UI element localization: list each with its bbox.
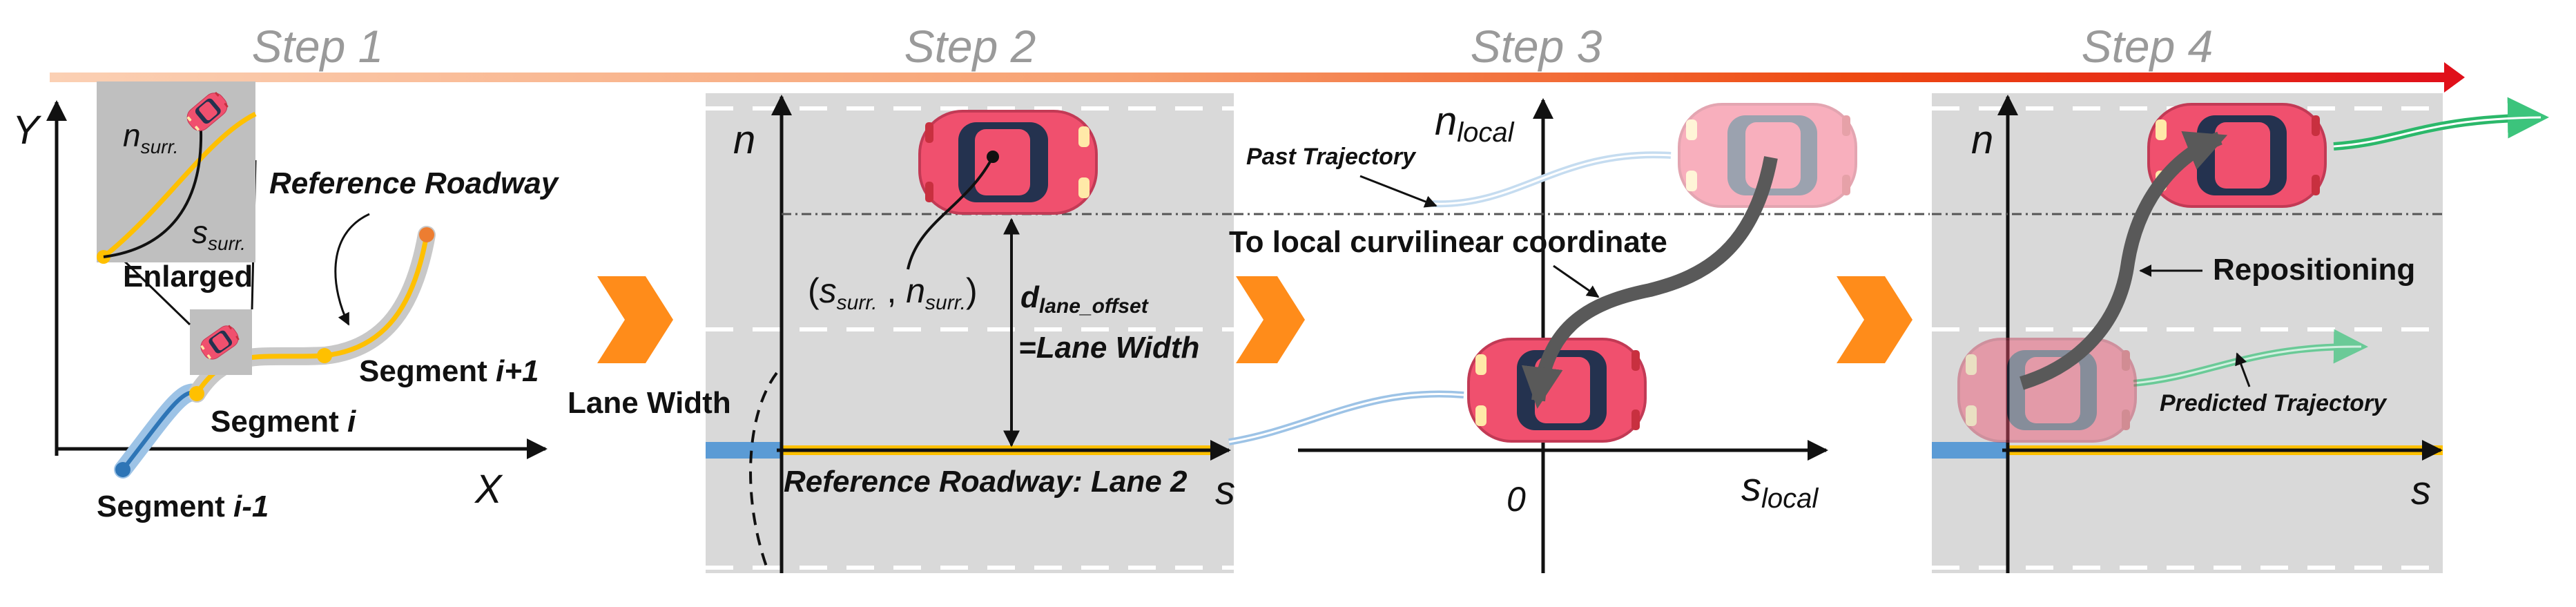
repositioning-arrow bbox=[2020, 131, 2228, 390]
lane-offset-equation: =Lane Width bbox=[1018, 331, 1199, 365]
surr-coordinate-label: (ssurr. , nsurr.) bbox=[808, 271, 978, 314]
transform-arrow bbox=[1521, 156, 1778, 409]
segment-start-dot bbox=[115, 462, 130, 477]
step-chevron-3 bbox=[1837, 276, 1912, 363]
step-1-title: Step 1 bbox=[252, 21, 384, 72]
inset-s-label: ssurr. bbox=[192, 214, 246, 254]
car-local-frame-faded bbox=[1957, 338, 2137, 443]
y-axis-label: Y bbox=[12, 108, 42, 153]
segment-next-label: Segment i+1 bbox=[359, 354, 539, 388]
segment-current-label: Segment i bbox=[211, 405, 356, 439]
segment-prev-label: Segment i-1 bbox=[97, 490, 269, 523]
lane-width-curve bbox=[749, 372, 778, 567]
s-local-label: slocal bbox=[1741, 465, 1819, 514]
step-3-panel: nlocal slocal 0 Past Trajectory To local… bbox=[1228, 98, 1930, 573]
inset-n-label: nsurr. bbox=[123, 117, 179, 157]
n-axis-label: n bbox=[1971, 117, 1993, 162]
enlarged-inset: nsurr. ssurr. bbox=[97, 81, 257, 264]
step-4-panel: n s Repositioning Predicted Trajectory bbox=[1932, 93, 2549, 573]
repositioning-label: Repositioning bbox=[2213, 253, 2415, 287]
step-3-title: Step 3 bbox=[1471, 21, 1602, 72]
lane-dashes bbox=[706, 106, 1234, 570]
s-axis-label: s bbox=[1215, 468, 1235, 513]
step-2-title: Step 2 bbox=[904, 21, 1036, 72]
step-chevron-2 bbox=[1236, 276, 1305, 363]
lane-offset-label: dlane_offset bbox=[1020, 280, 1150, 318]
past-trajectory-label: Past Trajectory bbox=[1246, 144, 1417, 170]
s-axis-label: s bbox=[2411, 468, 2431, 513]
reference-roadway-label: Reference Roadway bbox=[269, 166, 560, 200]
surrounding-car bbox=[918, 110, 1098, 215]
step-2-panel: n s (ssurr. , nsurr.) dlane_offset =Lane… bbox=[568, 93, 1235, 573]
step-chevron-1 bbox=[597, 276, 673, 363]
segment-joint-dot bbox=[189, 386, 204, 401]
lane-width-label: Lane Width bbox=[568, 386, 731, 420]
origin-label: 0 bbox=[1507, 480, 1526, 519]
n-axis-label: n bbox=[733, 117, 755, 162]
reference-roadway-pointer bbox=[334, 213, 370, 326]
enlarged-label: Enlarged bbox=[123, 260, 253, 293]
reference-lane-label: Reference Roadway: Lane 2 bbox=[784, 465, 1188, 499]
step-4-title: Step 4 bbox=[2082, 21, 2214, 72]
segment-end-dot bbox=[419, 227, 434, 242]
to-local-label: To local curvilinear coordinate bbox=[1229, 225, 1667, 259]
step-1-panel: Y X nsurr. ssurr. Enlarg bbox=[12, 81, 560, 523]
past-trajectory-upper bbox=[1432, 151, 1672, 208]
x-axis-label: X bbox=[474, 467, 503, 512]
n-local-label: nlocal bbox=[1435, 99, 1515, 148]
car-repositioned bbox=[2147, 103, 2327, 208]
progress-arrow bbox=[50, 62, 2465, 93]
predicted-trajectory-label: Predicted Trajectory bbox=[2160, 390, 2388, 416]
segment-joint-dot bbox=[317, 348, 332, 363]
